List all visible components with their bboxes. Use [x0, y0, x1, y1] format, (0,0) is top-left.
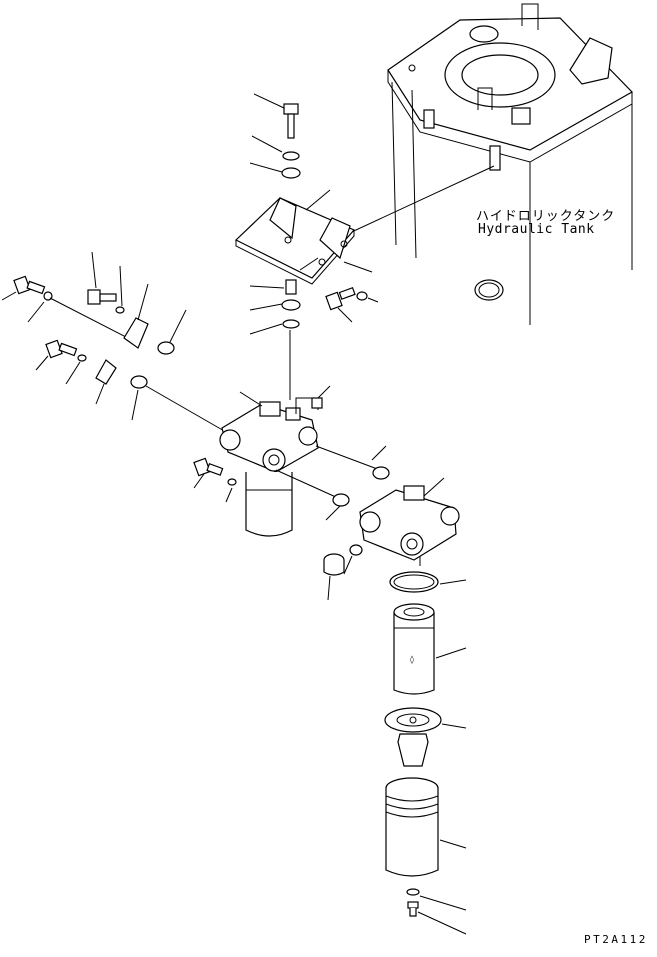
spacer-washer-stack: [249, 279, 301, 400]
figure-code: PT2A112: [584, 933, 648, 946]
hydraulic-tank: [387, 3, 633, 325]
filter-assembly-installed: [219, 385, 331, 537]
hydraulic-tank-label-en: Hydraulic Tank: [478, 222, 595, 237]
plug: [323, 553, 345, 601]
bolt-right-of-bracket: [325, 287, 379, 323]
bolt-stack-top: [249, 93, 301, 179]
svg-text:◊: ◊: [410, 655, 414, 664]
left-bolt-group: [1, 251, 227, 433]
filter-mount-bolt: [193, 457, 237, 503]
hydraulic-tank-label-jp: ハイドロリックタンク: [476, 209, 616, 224]
filter-element-stack: ◊: [384, 571, 467, 935]
mounting-bracket: [234, 189, 373, 285]
o-ring-connections: [275, 445, 390, 575]
filter-head-exploded: [359, 477, 460, 566]
leader-line: [329, 165, 495, 243]
